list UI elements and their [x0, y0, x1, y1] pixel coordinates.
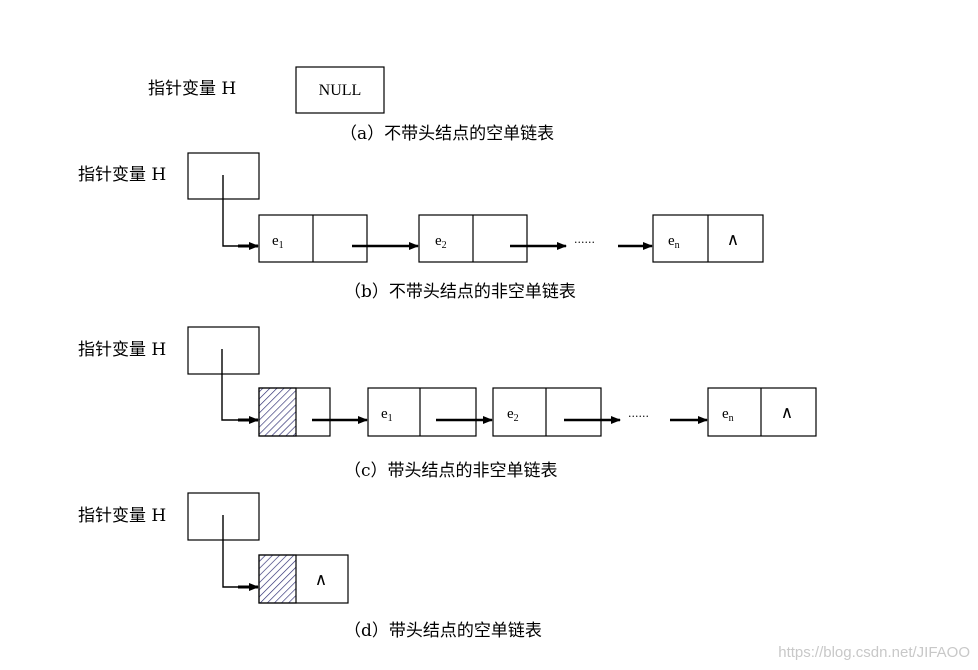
null-box: [295, 66, 385, 114]
caption-b: （b）不带头结点的非空单链表: [344, 282, 576, 302]
node-b-e2-sub: 2: [442, 240, 447, 251]
pointer-label-c: 指针变量 H: [78, 340, 166, 360]
caption-c: （c）带头结点的非空单链表: [344, 461, 558, 481]
svg-text:en: en: [668, 233, 680, 251]
pointer-label-a: 指针变量 H: [148, 79, 236, 99]
node-c-en-sub: n: [729, 413, 734, 424]
node-c-e1: e1: [367, 387, 477, 437]
node-b-e2-label: e: [435, 233, 442, 249]
null-mark-d: ∧: [315, 570, 327, 590]
node-c-e2-sub: 2: [514, 413, 519, 424]
null-text: NULL: [319, 82, 362, 99]
node-c-e2-label: e: [507, 406, 514, 422]
svg-text:e1: e1: [381, 406, 393, 424]
svg-text:e2: e2: [435, 233, 447, 251]
pointer-label-d: 指针变量 H: [78, 506, 166, 526]
node-c-e1-sub: 1: [388, 413, 393, 424]
head-node-c: [258, 387, 331, 437]
null-mark-c: ∧: [781, 403, 793, 423]
pointer-label-b: 指针变量 H: [78, 165, 166, 185]
svg-text:e2: e2: [507, 406, 519, 424]
ellipsis-b: ······: [574, 236, 595, 249]
node-c-e1-label: e: [381, 406, 388, 422]
svg-text:en: en: [722, 406, 734, 424]
head-node-d: ∧: [258, 554, 349, 604]
svg-text:e1: e1: [272, 233, 284, 251]
node-b-e1-sub: 1: [279, 240, 284, 251]
caption-d: （d）带头结点的空单链表: [344, 621, 542, 641]
ellipsis-c: ······: [628, 410, 649, 423]
caption-a: （a）不带头结点的空单链表: [340, 124, 554, 144]
node-b-en-sub: n: [675, 240, 680, 251]
node-c-e2: e2: [492, 387, 602, 437]
head-node-c-hatch: [258, 387, 297, 437]
node-c-en: en ∧: [707, 387, 817, 437]
node-b-e1: e1: [258, 214, 368, 263]
pointer-box-c: [187, 326, 260, 375]
node-b-en-label: e: [668, 233, 675, 249]
node-b-e2: e2: [418, 214, 528, 263]
watermark: https://blog.csdn.net/JIFAOO: [778, 644, 970, 661]
head-node-d-hatch: [258, 554, 297, 604]
null-mark-b: ∧: [727, 230, 739, 250]
node-c-en-label: e: [722, 406, 729, 422]
node-b-e1-label: e: [272, 233, 279, 249]
node-b-en: en ∧: [652, 214, 764, 263]
